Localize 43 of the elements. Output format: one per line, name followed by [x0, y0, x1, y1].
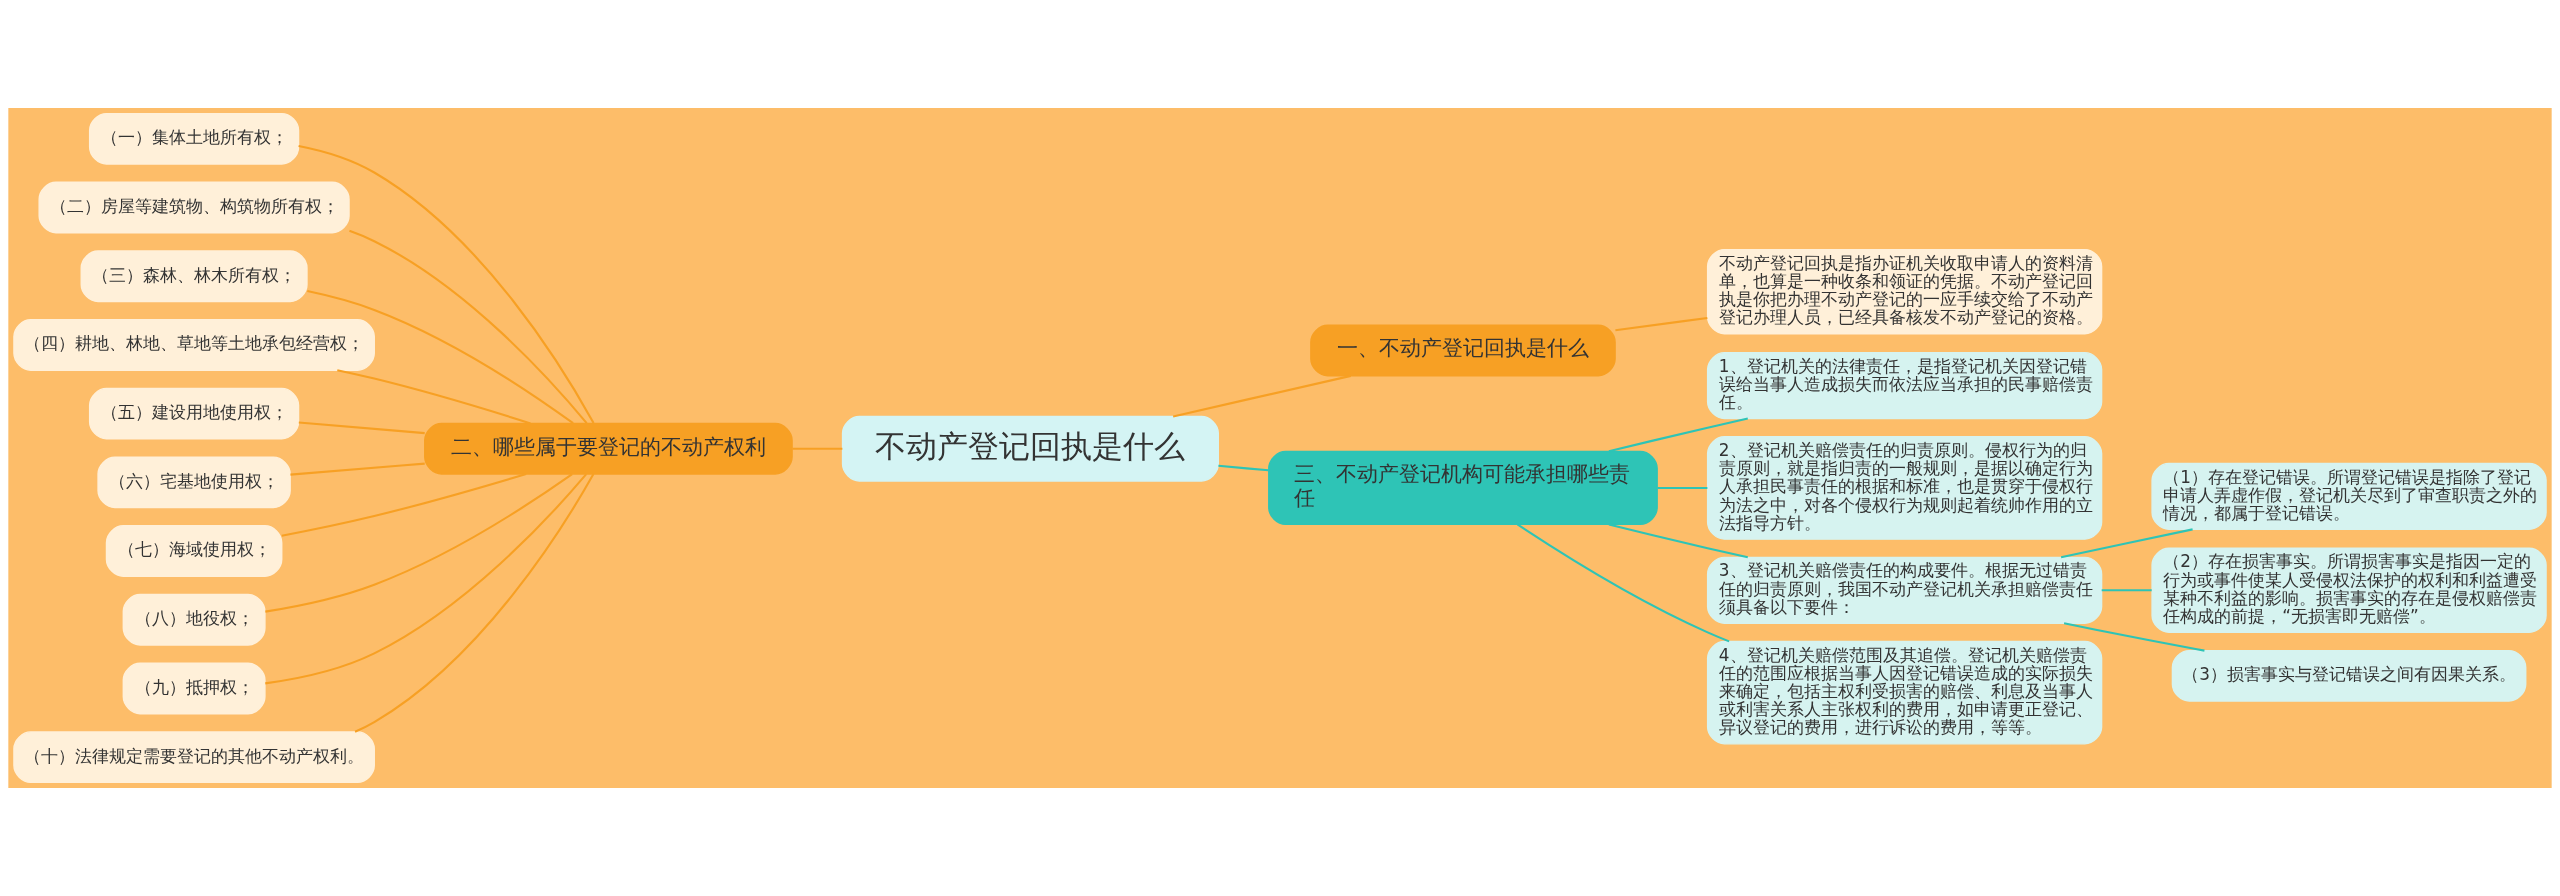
connector — [1615, 316, 1708, 332]
node-box: （六）宅基地使用权； — [97, 456, 291, 509]
connector — [1172, 374, 1352, 418]
connector — [1608, 523, 1748, 559]
node-box: （三）森林、林木所有权； — [80, 250, 308, 303]
node-box: （2）存在损害事实。所谓损害事实是指因一定的行为或事件使某人受侵权法保护的权利和利益遭受某种不利益的影响。损害事实的存在是侵权赔偿责任构成的前提，“无损害即无赔偿”。 — [2151, 547, 2547, 634]
connector — [290, 462, 425, 476]
node-box: （1）存在登记错误。所谓登记错误是指除了登记申请人弄虚作假，登记机关尽到了审查职责之外的情况，都属于登记错误。 — [2151, 462, 2547, 531]
connector — [265, 473, 588, 685]
node-box: （四）耕地、林地、草地等土地承包经营权； — [13, 319, 375, 371]
connector — [307, 290, 574, 425]
node-box: 1、登记机关的法律责任，是指登记机关因登记错误给当事人造成损失而依法应当承担的民事赔偿责任。 — [1706, 351, 2103, 420]
connector — [349, 229, 588, 424]
node-box: 不动产登记回执是指办证机关收取申请人的资料清单，也算是一种收条和领证的凭据。不动产登记回执是你把办理不动产登记的一应手续交给了不动产登记办理人员，已经具备核发不动产登记的资格。 — [1706, 248, 2103, 335]
connector — [1657, 486, 1708, 489]
connector — [265, 473, 573, 613]
node-box: （八）地役权； — [122, 593, 266, 646]
node-box: 二、哪些属于要登记的不动产权利 — [424, 422, 793, 475]
node-box: 三、不动产登记机构可能承担哪些责任 — [1268, 450, 1658, 526]
connector — [2063, 622, 2205, 652]
node-box: （五）建设用地使用权； — [88, 387, 300, 440]
connector — [1218, 464, 1269, 472]
node-box: 4、登记机关赔偿范围及其追偿。登记机关赔偿责任的范围应根据当事人因登记错误造成的实际损失来确定，包括主权利受损害的赔偿、利息及当事人或利害关系人主张权利的费用，如申请更正登记、异议登记的费用，进行诉讼的费用，等等。 — [1706, 640, 2103, 745]
connector — [2101, 589, 2152, 592]
connector — [354, 473, 595, 733]
node-box: （十）法律规定需要登记的其他不动产权利。 — [13, 731, 375, 784]
node-box: 3、登记机关赔偿责任的构成要件。根据无过错责任的归责原则，我国不动产登记机关承担赔偿责任须具备以下要件： — [1706, 556, 2103, 624]
connector — [337, 369, 531, 425]
node-box: （九）抵押权； — [122, 662, 266, 715]
node-box: （一）集体土地所有权； — [88, 112, 300, 165]
node-box: （3）损害事实与登记错误之间有因果关系。 — [2171, 649, 2527, 702]
connector — [1608, 417, 1748, 453]
connector — [281, 472, 527, 537]
connector — [792, 447, 843, 450]
node-box: 2、登记机关赔偿责任的归责原则。侵权行为的归责原则，就是指归责的一般规则，是据以确定行为人承担民事责任的根据和标准，也是贯穿于侵权行为法之中，对各个侵权行为规则起着统帅作用的立法指导方针。 — [1706, 436, 2103, 540]
connector — [2060, 528, 2193, 559]
node-box: 不动产登记回执是什么 — [841, 415, 1219, 482]
node-box: （二）房屋等建筑物、构筑物所有权； — [38, 181, 350, 234]
node-box: 一、不动产登记回执是什么 — [1310, 324, 1616, 377]
node-box: （七）海域使用权； — [105, 525, 283, 577]
connector — [1516, 523, 1730, 643]
connector — [298, 144, 595, 424]
connector — [298, 421, 425, 435]
